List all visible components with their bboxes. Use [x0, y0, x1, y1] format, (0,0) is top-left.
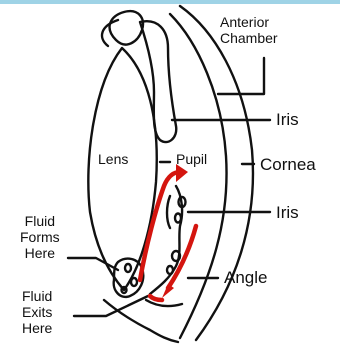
angle-label: Angle — [224, 268, 267, 287]
anterior-chamber-label: Anterior Chamber — [220, 14, 278, 46]
cornea-outer — [180, 6, 253, 340]
cornea-label: Cornea — [260, 155, 316, 174]
lens-label: Lens — [98, 151, 128, 168]
fluid-flow-up-arrow — [140, 172, 180, 280]
iris-bottom-label: Iris — [276, 203, 299, 222]
iris-upper — [140, 21, 176, 142]
leader-fluid-forms — [68, 258, 118, 270]
fluid-flow-exit-arrow — [150, 296, 162, 300]
fluid-forms-label: Fluid Forms Here — [20, 213, 60, 261]
fluid-exits-label: Fluid Exits Here — [22, 288, 52, 336]
ciliary-body-upper — [110, 11, 143, 44]
iris-top-label: Iris — [276, 110, 299, 129]
pupil-label: Pupil — [176, 151, 207, 168]
leader-anterior-chamber — [218, 58, 264, 94]
fluid-arrowhead-bottom — [162, 284, 174, 298]
